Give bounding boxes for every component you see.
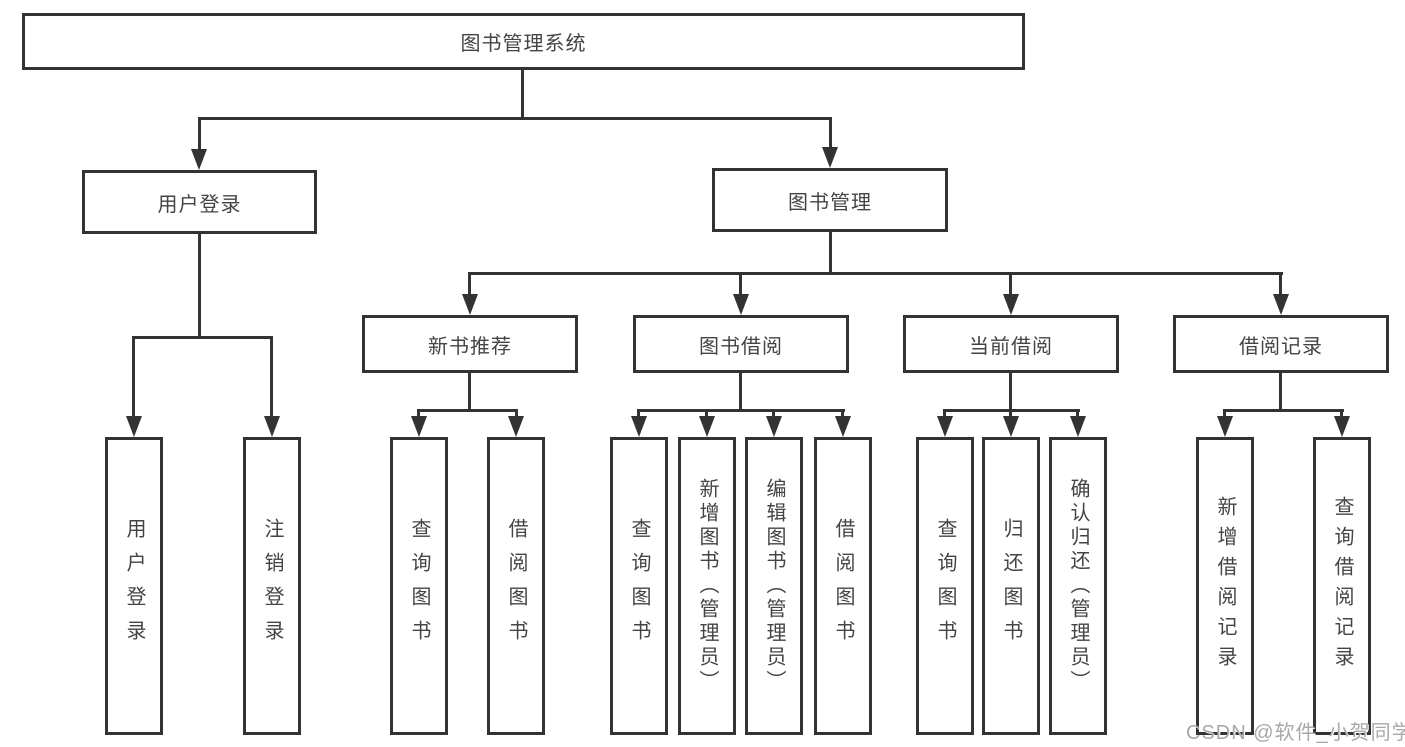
node-borrow-records: 借阅记录 <box>1173 315 1389 373</box>
leaf-label: 查询图书 <box>934 518 956 654</box>
arrowhead-down-icon <box>937 416 953 437</box>
leaf-query-books-borrow: 查询图书 <box>610 437 668 735</box>
arrowhead-down-icon <box>191 149 207 170</box>
leaf-borrow-books-borrow: 借阅图书 <box>814 437 872 735</box>
node-label: 用户登录 <box>157 193 242 216</box>
connector-line <box>1340 409 1343 421</box>
node-label: 新书推荐 <box>428 335 512 358</box>
connector-line <box>132 336 273 339</box>
leaf-label: 注销登录 <box>261 518 283 654</box>
connector-line <box>705 409 708 421</box>
leaf-query-borrow-record: 查询借阅记录 <box>1313 437 1371 735</box>
arrowhead-down-icon <box>508 416 524 437</box>
node-book-management: 图书管理 <box>712 168 948 232</box>
connector-line <box>637 409 640 421</box>
node-label: 当前借阅 <box>969 335 1053 358</box>
leaf-label: 查询图书 <box>408 518 430 654</box>
connector-line <box>1223 409 1226 421</box>
connector-line <box>521 70 524 117</box>
leaf-label: 编辑图书（管理员） <box>763 478 785 694</box>
node-book-borrow: 图书借阅 <box>633 315 849 373</box>
leaf-label: 确认归还（管理员） <box>1067 478 1089 694</box>
leaf-confirm-return-admin: 确认归还（管理员） <box>1049 437 1107 735</box>
leaf-label: 查询图书 <box>628 518 650 654</box>
connector-line <box>417 409 518 412</box>
connector-line <box>198 117 832 120</box>
connector-line <box>468 373 471 412</box>
arrowhead-down-icon <box>822 147 838 168</box>
connector-line <box>943 409 946 421</box>
leaf-query-books-newbook: 查询图书 <box>390 437 448 735</box>
leaf-label: 借阅图书 <box>832 518 854 654</box>
connector-line <box>515 409 518 421</box>
leaf-user-login: 用户登录 <box>105 437 163 735</box>
leaf-add-books-admin: 新增图书（管理员） <box>678 437 736 735</box>
arrowhead-down-icon <box>699 416 715 437</box>
node-current-borrow: 当前借阅 <box>903 315 1119 373</box>
arrowhead-down-icon <box>1217 416 1233 437</box>
leaf-label: 用户登录 <box>123 518 145 654</box>
node-label: 借阅记录 <box>1239 335 1323 358</box>
node-user-login: 用户登录 <box>82 170 317 234</box>
leaf-return-books: 归还图书 <box>982 437 1040 735</box>
connector-line <box>739 272 742 297</box>
leaf-edit-books-admin: 编辑图书（管理员） <box>745 437 803 735</box>
connector-line <box>841 409 844 421</box>
arrowhead-down-icon <box>1070 416 1086 437</box>
leaf-label: 归还图书 <box>1000 518 1022 654</box>
leaf-label: 新增借阅记录 <box>1214 496 1236 676</box>
arrowhead-down-icon <box>411 416 427 437</box>
connector-line <box>1076 409 1079 421</box>
connector-line <box>1223 409 1344 412</box>
connector-line <box>637 409 845 412</box>
arrowhead-down-icon <box>631 416 647 437</box>
connector-line <box>1279 272 1282 297</box>
arrowhead-down-icon <box>1273 294 1289 315</box>
connector-line <box>1009 373 1012 412</box>
node-new-book-recommend: 新书推荐 <box>362 315 578 373</box>
arrowhead-down-icon <box>264 416 280 437</box>
arrowhead-down-icon <box>1334 416 1350 437</box>
connector-line <box>469 272 1283 275</box>
connector-line <box>132 336 135 418</box>
arrowhead-down-icon <box>835 416 851 437</box>
leaf-query-books-current: 查询图书 <box>916 437 974 735</box>
connector-line <box>829 117 832 149</box>
leaf-add-borrow-record: 新增借阅记录 <box>1196 437 1254 735</box>
leaf-label: 新增图书（管理员） <box>696 478 718 694</box>
connector-line <box>1279 373 1282 412</box>
leaf-borrow-books-newbook: 借阅图书 <box>487 437 545 735</box>
leaf-label: 借阅图书 <box>505 518 527 654</box>
connector-line <box>270 336 273 418</box>
leaf-logout: 注销登录 <box>243 437 301 735</box>
connector-line <box>198 117 201 151</box>
connector-line <box>739 373 742 412</box>
connector-line <box>1009 272 1012 297</box>
connector-line <box>829 232 832 274</box>
arrowhead-down-icon <box>766 416 782 437</box>
node-label: 图书借阅 <box>699 335 783 358</box>
connector-line <box>417 409 420 421</box>
node-root-library-system: 图书管理系统 <box>22 13 1025 70</box>
leaf-label: 查询借阅记录 <box>1331 496 1353 676</box>
arrowhead-down-icon <box>733 294 749 315</box>
node-label: 图书管理系统 <box>460 33 587 55</box>
watermark: CSDN @软件_小贺同学 <box>1186 722 1405 744</box>
arrowhead-down-icon <box>126 416 142 437</box>
arrowhead-down-icon <box>462 294 478 315</box>
connector-line <box>198 234 201 337</box>
node-label: 图书管理 <box>788 191 872 214</box>
connector-line <box>772 409 775 421</box>
connector-line <box>1009 409 1012 421</box>
arrowhead-down-icon <box>1003 416 1019 437</box>
arrowhead-down-icon <box>1003 294 1019 315</box>
connector-line <box>468 272 471 297</box>
